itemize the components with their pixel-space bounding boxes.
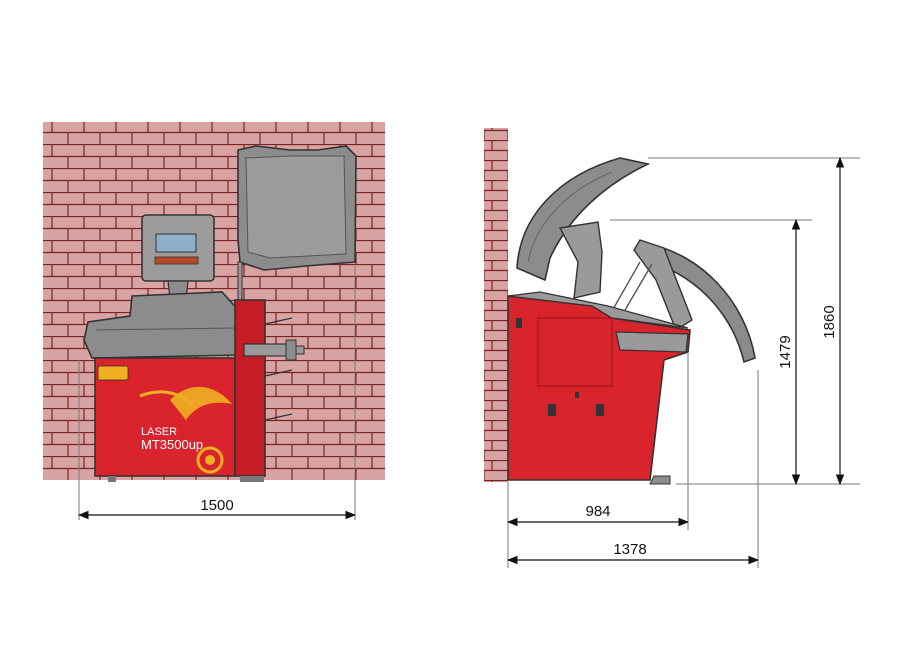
machine-body-side xyxy=(507,291,691,485)
side-view: 984 1378 1479 1860 xyxy=(484,128,860,568)
height-open-label: 1860 xyxy=(821,305,838,338)
depth-open-label: 1378 xyxy=(613,541,646,558)
model-line2: MT3500up xyxy=(141,437,203,452)
front-view: LASER MT3500up 1500 xyxy=(43,122,385,520)
accessory-pegs xyxy=(264,317,293,421)
model-line1: LASER xyxy=(141,426,177,438)
side-guide-lines xyxy=(507,157,860,568)
lcd-display xyxy=(155,233,197,253)
depth-label: 984 xyxy=(585,503,610,520)
wheel-guard-hood-front xyxy=(237,145,357,341)
brick-wall-side xyxy=(484,128,508,482)
wheel-guard-hood-side xyxy=(516,157,756,364)
height-label: 1479 xyxy=(777,335,794,368)
width-label: 1500 xyxy=(200,497,233,514)
display-console xyxy=(141,214,215,301)
machine-body-front xyxy=(94,299,266,482)
machine-top-deck-front xyxy=(83,291,245,359)
balancing-shaft xyxy=(243,339,305,361)
